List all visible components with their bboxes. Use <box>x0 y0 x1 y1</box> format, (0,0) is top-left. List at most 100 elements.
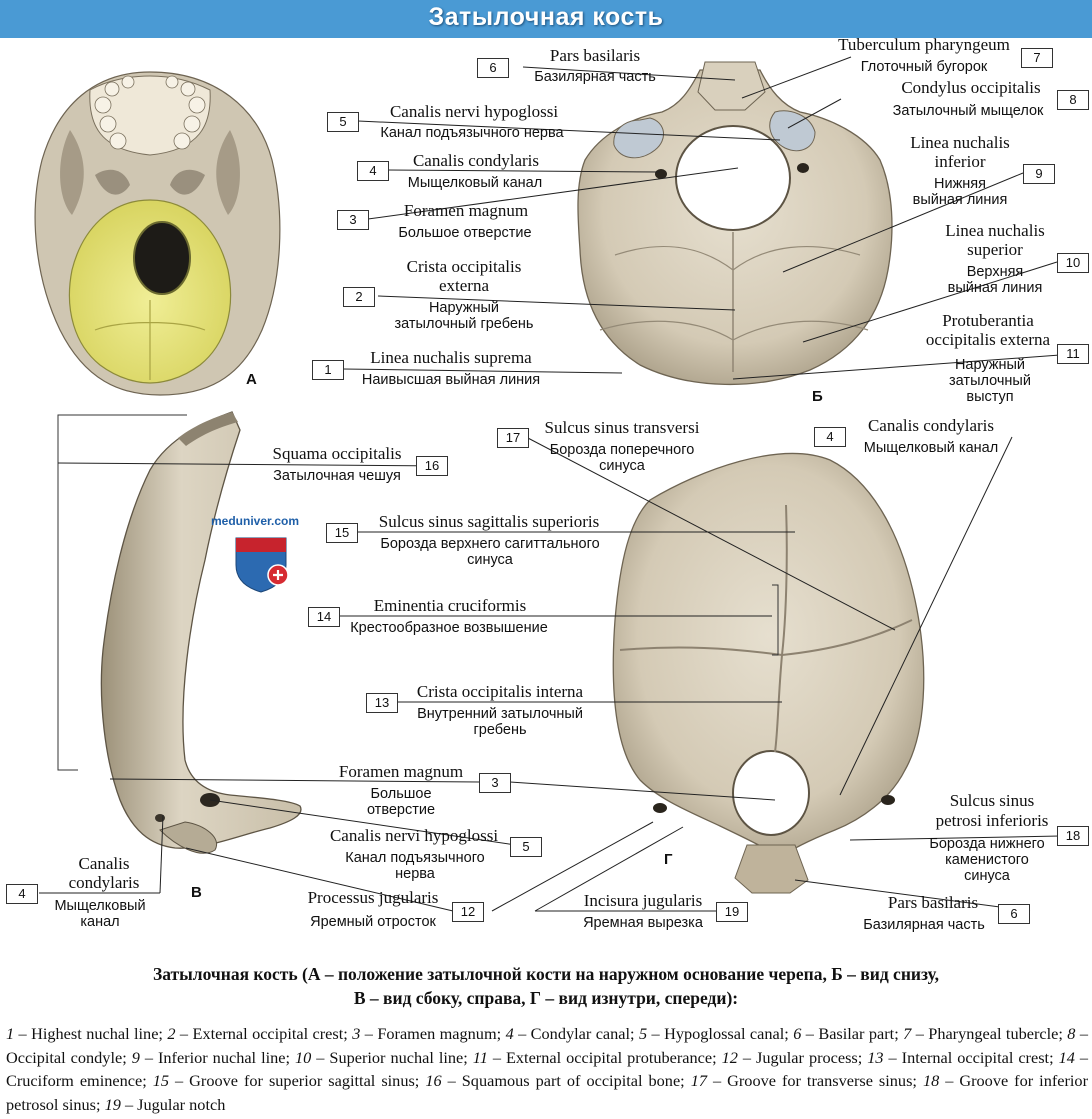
callout-number: 13 <box>366 693 398 713</box>
callout-number: 16 <box>416 456 448 476</box>
callout-number: 1 <box>312 360 344 380</box>
legend-number: 14 <box>1059 1048 1075 1067</box>
label-russian: синуса <box>918 868 1056 885</box>
legend-text: – Hypoglossal canal; <box>647 1024 793 1043</box>
label-latin: Linea nuchalis <box>898 133 1022 153</box>
label-russian: Внутренний затылочный <box>400 706 600 723</box>
view-label-a: А <box>246 371 257 388</box>
label-russian: нерва <box>330 866 500 883</box>
legend-number: 1 <box>6 1024 14 1043</box>
callout-number: 17 <box>497 428 529 448</box>
legend-text: – Condylar canal; <box>514 1024 639 1043</box>
legend-text: – Jugular notch <box>121 1095 225 1114</box>
label-russian: Крестообразное возвышение <box>342 620 556 637</box>
label-latin: condylaris <box>54 873 154 893</box>
label-latin: Canalis condylaris <box>398 151 554 171</box>
label-russian: канал <box>40 914 160 931</box>
label-latin: petrosi inferioris <box>932 811 1052 831</box>
label-russian: Наивысшая выйная линия <box>346 372 556 389</box>
callout-number: 6 <box>477 58 509 78</box>
label-latin: Crista occipitalis <box>385 257 543 277</box>
callout-number: 2 <box>343 287 375 307</box>
legend-number: 13 <box>867 1048 883 1067</box>
label-russian: Нижняя <box>898 176 1022 193</box>
callout-number: 10 <box>1057 253 1089 273</box>
legend-text: – Squamous part of occipital bone; <box>442 1071 691 1090</box>
legend-number: 11 <box>473 1048 488 1067</box>
legend-text: – Highest nuchal line; <box>14 1024 167 1043</box>
callout-number: 4 <box>6 884 38 904</box>
label-russian: Базилярная часть <box>852 917 996 934</box>
callout-number: 6 <box>998 904 1030 924</box>
label-latin: Sulcus sinus sagittalis superioris <box>362 512 616 532</box>
label-russian: синуса <box>526 458 718 475</box>
legend-number: 2 <box>167 1024 175 1043</box>
label-russian: Мыщелковый <box>40 898 160 915</box>
label-latin: Squama occipitalis <box>262 444 412 464</box>
legend-text: – Superior nuchal line; <box>311 1048 472 1067</box>
label-russian: Наружный <box>930 357 1050 374</box>
label-latin: Pars basilaris <box>520 46 670 66</box>
label-russian: отверстие <box>326 802 476 819</box>
callout-number: 4 <box>357 161 389 181</box>
label-russian: Канал подъязычного нерва <box>366 125 578 142</box>
label-russian: Базилярная часть <box>520 69 670 86</box>
label-russian: затылочный <box>930 373 1050 390</box>
legend-number: 12 <box>722 1048 738 1067</box>
legend-number: 18 <box>923 1071 939 1090</box>
label-russian: гребень <box>400 722 600 739</box>
label-latin: Sulcus sinus <box>932 791 1052 811</box>
callout-number: 5 <box>510 837 542 857</box>
label-latin: Condylus occipitalis <box>888 78 1054 98</box>
label-russian: Наружный <box>380 300 548 317</box>
page-title: Затылочная кость <box>0 3 1092 32</box>
legend-text: – Basilar part; <box>801 1024 903 1043</box>
label-latin: Eminentia cruciformis <box>345 596 555 616</box>
label-latin: Processus jugularis <box>298 888 448 908</box>
label-latin: Foramen magnum <box>326 762 476 782</box>
label-latin: Pars basilaris <box>870 893 996 913</box>
label-russian: Мыщелковый канал <box>853 440 1009 457</box>
label-latin: Foramen magnum <box>386 201 546 221</box>
label-latin: Canalis condylaris <box>853 416 1009 436</box>
legend-text: – Inferior nuchal line; <box>140 1048 295 1067</box>
legend-text: – Pharyngeal tubercle; <box>911 1024 1067 1043</box>
legend-text: – Groove for superior sagittal sinus; <box>169 1071 425 1090</box>
skull-base-view-a <box>35 72 280 395</box>
callout-number: 11 <box>1057 344 1089 364</box>
label-russian: Канал подъязычного <box>330 850 500 867</box>
legend-text: – Groove for transverse sinus; <box>707 1071 923 1090</box>
callout-number: 3 <box>479 773 511 793</box>
label-latin: externa <box>385 276 543 296</box>
callout-number: 18 <box>1057 826 1089 846</box>
label-russian: Затылочная чешуя <box>262 468 412 485</box>
label-latin: superior <box>934 240 1056 260</box>
label-latin: Linea nuchalis <box>934 221 1056 241</box>
callout-number: 14 <box>308 607 340 627</box>
legend-number: 10 <box>295 1048 311 1067</box>
legend-number: 15 <box>153 1071 169 1090</box>
logo-text: meduniver.com <box>211 514 299 528</box>
label-russian: выступ <box>930 389 1050 406</box>
label-latin: Sulcus sinus transversi <box>530 418 714 438</box>
legend-number: 9 <box>132 1048 140 1067</box>
label-latin: Incisura jugularis <box>570 891 716 911</box>
label-russian: Яремная вырезка <box>568 915 718 932</box>
label-russian: Затылочный мыщелок <box>880 103 1056 120</box>
legend-number: 16 <box>425 1071 441 1090</box>
legend-number: 19 <box>105 1095 121 1114</box>
label-russian: затылочный гребень <box>380 316 548 333</box>
legend-text: – Internal occipital crest; <box>884 1048 1059 1067</box>
callout-number: 4 <box>814 427 846 447</box>
label-russian: синуса <box>360 552 620 569</box>
figure-legend: 1 – Highest nuchal line; 2 – External oc… <box>6 1022 1088 1116</box>
callout-number: 5 <box>327 112 359 132</box>
callout-number: 12 <box>452 902 484 922</box>
legend-text: – Jugular process; <box>738 1048 867 1067</box>
label-latin: Tuberculum pharyngeum <box>824 35 1024 55</box>
label-latin: Crista occipitalis interna <box>402 682 598 702</box>
label-russian: Верхняя <box>934 264 1056 281</box>
callout-number: 7 <box>1021 48 1053 68</box>
caption-line: Затылочная кость (А – положение затылочн… <box>0 962 1092 986</box>
label-latin: Canalis nervi hypoglossi <box>376 102 572 122</box>
